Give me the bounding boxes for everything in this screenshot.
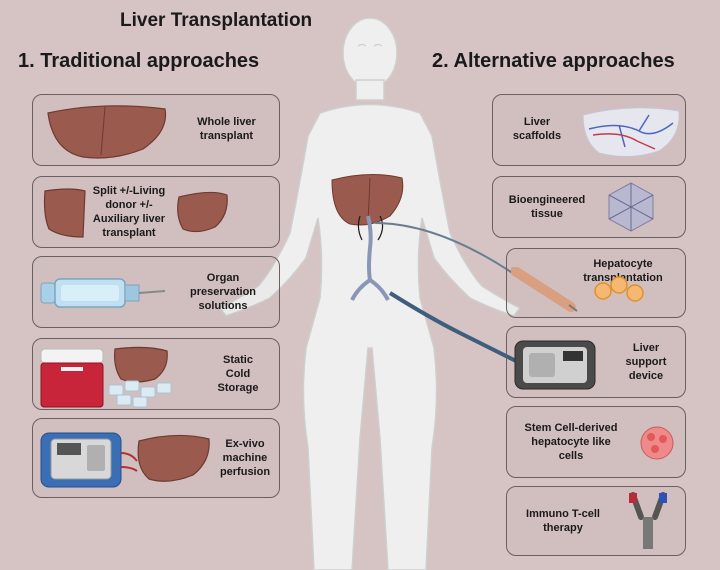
alternative-heading: 2. Alternative approaches bbox=[432, 50, 675, 72]
traditional-heading: 1. Traditional approaches bbox=[18, 50, 260, 72]
immuno-t-cell-label: Immuno T-cell therapy bbox=[526, 508, 600, 534]
whole-liver-label: Whole liver transplant bbox=[197, 116, 256, 142]
stem-cell-label: Stem Cell-derived hepatocyte like cells bbox=[524, 422, 618, 462]
organ-preservation-card: Organ preservation solutions bbox=[32, 256, 280, 328]
ex-vivo-perfusion-label: Ex-vivo machine perfusion bbox=[219, 438, 271, 478]
liver-support-device-label: Liver support device bbox=[625, 342, 667, 382]
liver-scaffolds-card: Liver scaffolds bbox=[492, 94, 686, 166]
antibody-icon bbox=[629, 492, 667, 549]
syringe-icon bbox=[40, 278, 166, 308]
split-liver-transplant-card: Split +/-Living donor +/- Auxiliary live… bbox=[32, 176, 280, 248]
human-body-icon bbox=[220, 18, 520, 570]
bioengineered-tissue-card: Bioengineered tissue bbox=[492, 176, 686, 238]
stem-cell-card: Stem Cell-derived hepatocyte like cells bbox=[506, 406, 686, 478]
stem-cell-icon bbox=[640, 426, 674, 460]
liver-scaffolds-label: Liver scaffolds bbox=[512, 116, 562, 142]
cooler-icon bbox=[40, 346, 172, 408]
split-liver-label: Split +/-Living donor +/- Auxiliary live… bbox=[92, 185, 166, 239]
immuno-t-cell-card: Immuno T-cell therapy bbox=[506, 486, 686, 556]
hepatocyte-icon bbox=[511, 267, 644, 312]
body-liver-icon bbox=[331, 173, 404, 226]
scaffold-icon bbox=[582, 107, 680, 157]
split-liver-icon bbox=[43, 188, 228, 238]
organ-preservation-label: Organ preservation solutions bbox=[189, 272, 257, 312]
support-device-icon bbox=[514, 340, 596, 390]
static-cold-storage-card: Static Cold Storage bbox=[32, 338, 280, 410]
whole-liver-transplant-card: Whole liver transplant bbox=[32, 94, 280, 166]
diagram-title: Liver Transplantation bbox=[120, 10, 313, 31]
hepatocyte-transplantation-card: Hepatocyte transplantation bbox=[506, 248, 686, 318]
bioengineered-tissue-label: Bioengineered tissue bbox=[508, 194, 586, 220]
perfusion-machine-icon bbox=[40, 432, 210, 488]
liver-support-device-card: Liver support device bbox=[506, 326, 686, 398]
tissue-icon bbox=[608, 182, 654, 232]
static-cold-storage-label: Static Cold Storage bbox=[217, 354, 259, 394]
liver-icon bbox=[47, 105, 167, 159]
ex-vivo-perfusion-card: Ex-vivo machine perfusion bbox=[32, 418, 280, 498]
